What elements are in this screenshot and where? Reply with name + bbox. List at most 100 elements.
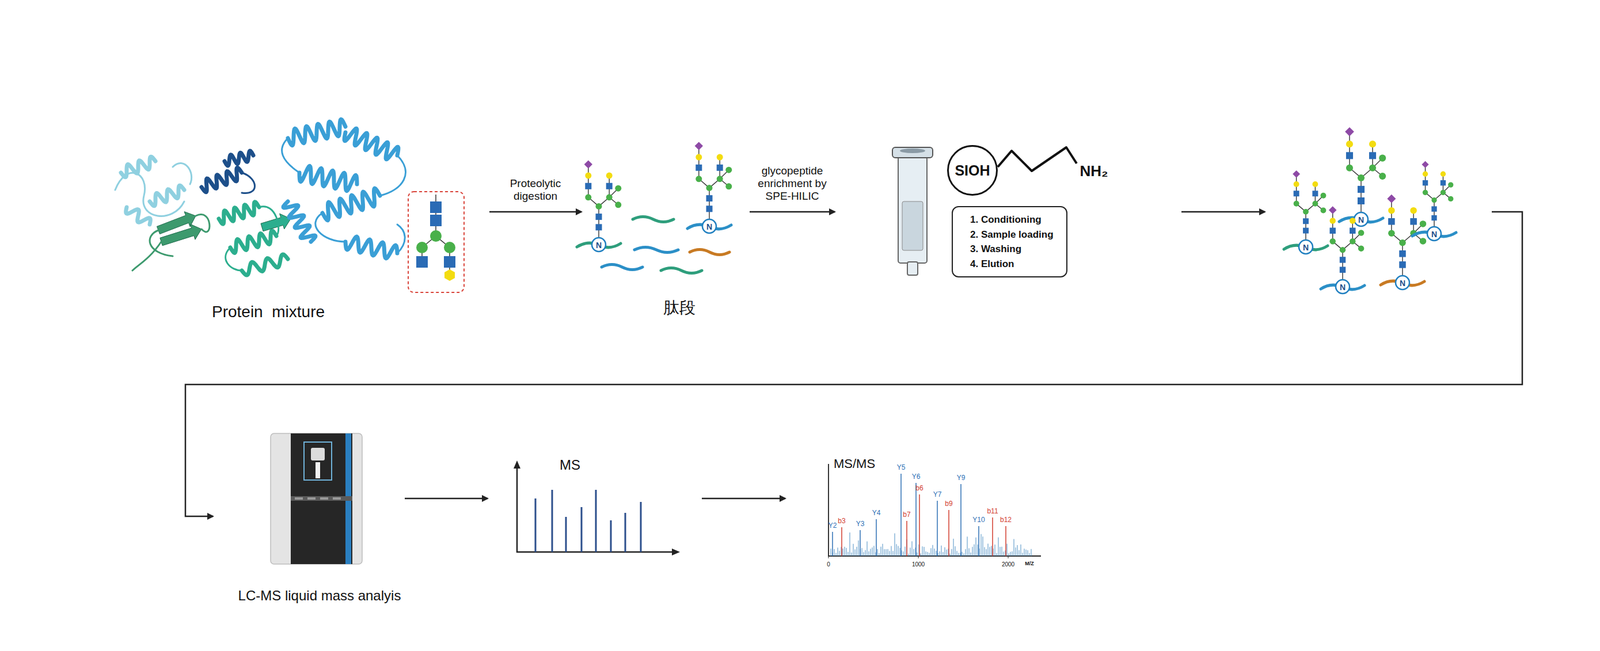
msms-peak: [884, 549, 885, 557]
msms-peak: [930, 548, 932, 557]
glycan-bond: [588, 164, 619, 238]
msms-peak: [830, 548, 832, 557]
glcnac-square: [1312, 190, 1318, 197]
mannose-circle: [1399, 239, 1406, 247]
mannose-circle: [1339, 246, 1346, 253]
asparagine-circle: [702, 219, 717, 234]
glcnac-square: [1339, 266, 1346, 273]
glcnac-square: [1329, 227, 1336, 234]
msms-peak: [848, 552, 849, 557]
axis-tick: [918, 556, 919, 559]
sialic-diamond: [1386, 194, 1396, 204]
instrument-window: [303, 442, 332, 481]
mannose-circle: [595, 203, 603, 210]
glcnac-square: [716, 164, 724, 171]
asparagine-label: N: [706, 222, 713, 232]
msms-peak: [967, 536, 968, 557]
mannose-circle: [725, 183, 732, 190]
protocol-step: 4. Elution: [970, 256, 1054, 272]
msms-peak: [887, 549, 889, 557]
glycan-frame: [408, 191, 465, 293]
msms-peak: [953, 538, 955, 557]
msms-peak: [854, 549, 856, 557]
glycan-bond: [1296, 173, 1324, 241]
instrument-panel: [310, 447, 325, 461]
axis-tick: [1008, 556, 1009, 559]
glcnac-square: [1440, 180, 1446, 186]
msms-peak: [896, 544, 898, 557]
caption-text: 肽段: [663, 298, 696, 318]
caption-text: 1000: [911, 561, 925, 569]
glcnac-square: [1431, 206, 1437, 212]
ion-label: b3: [837, 517, 846, 526]
msms-peak: [894, 533, 896, 557]
ms-peak: [580, 507, 583, 553]
msms-peak: [889, 550, 891, 557]
glcnac-square: [1357, 185, 1365, 193]
protein-helix: [299, 165, 357, 191]
ion-peak: [915, 483, 917, 557]
asparagine-circle: [1395, 275, 1410, 290]
instrument-housing: [270, 433, 363, 565]
glcnac-square: [706, 205, 713, 212]
msms-peak: [882, 544, 884, 557]
glcnac-square: [1422, 180, 1428, 186]
glcnac-square: [430, 201, 442, 214]
instrument-vent: [320, 497, 329, 500]
protein-helix: [287, 119, 346, 146]
mannose-circle: [614, 201, 622, 208]
mannose-circle: [1302, 208, 1309, 215]
protein-loop: [241, 172, 256, 194]
msms-peak: [898, 546, 899, 557]
ion-label: Y5: [897, 464, 906, 473]
msms-peak: [868, 551, 870, 557]
mannose-circle: [1358, 245, 1364, 252]
glcnac-square: [1399, 250, 1406, 258]
msms-peak: [974, 544, 975, 557]
glcnac-square: [1302, 227, 1309, 234]
msms-peak: [903, 551, 904, 557]
msms-peak: [922, 546, 923, 557]
ms-peak: [534, 498, 537, 553]
galactose-circle: [1422, 171, 1428, 177]
glcnac-square: [1346, 151, 1354, 159]
msms-peak: [944, 547, 946, 557]
instrument-vent: [332, 497, 341, 500]
mannose-circle: [1440, 189, 1446, 196]
msms-peak: [837, 547, 839, 557]
mannose-circle: [430, 230, 442, 242]
glcnac-square: [416, 256, 428, 268]
protein-loop: [172, 162, 192, 185]
msms-peak: [849, 532, 851, 557]
mannose-circle: [1419, 220, 1427, 228]
msms-peak: [963, 553, 965, 557]
msms-peak: [977, 544, 979, 557]
protein-helix: [345, 236, 398, 259]
mannose-circle: [1388, 230, 1396, 238]
mannose-circle: [716, 175, 724, 182]
ion-peak: [1005, 526, 1007, 557]
msms-peak: [924, 546, 925, 557]
flow-arrow: [489, 211, 582, 214]
glcnac-square: [1369, 151, 1377, 159]
galactose-circle: [1440, 171, 1446, 177]
ion-peak: [859, 530, 861, 557]
msms-peak: [965, 549, 967, 557]
mannose-circle: [1320, 192, 1326, 199]
glcnac-square: [706, 195, 713, 202]
peptide-chain: [634, 247, 679, 253]
msms-peak: [917, 552, 918, 557]
asparagine-label: N: [1431, 229, 1438, 239]
ms-peak: [595, 489, 598, 553]
mannose-circle: [584, 194, 592, 201]
protein-sheet: [160, 223, 202, 246]
protein-helix: [224, 150, 254, 166]
asparagine-circle: [591, 237, 606, 252]
msms-peak: [970, 552, 972, 557]
caption-text: M/Z: [1024, 560, 1035, 567]
protein-helix: [201, 167, 242, 193]
mannose-circle: [1431, 197, 1437, 203]
mannose-circle: [725, 166, 732, 174]
galactose-circle: [1388, 207, 1396, 215]
ion-label: b7: [902, 511, 911, 520]
